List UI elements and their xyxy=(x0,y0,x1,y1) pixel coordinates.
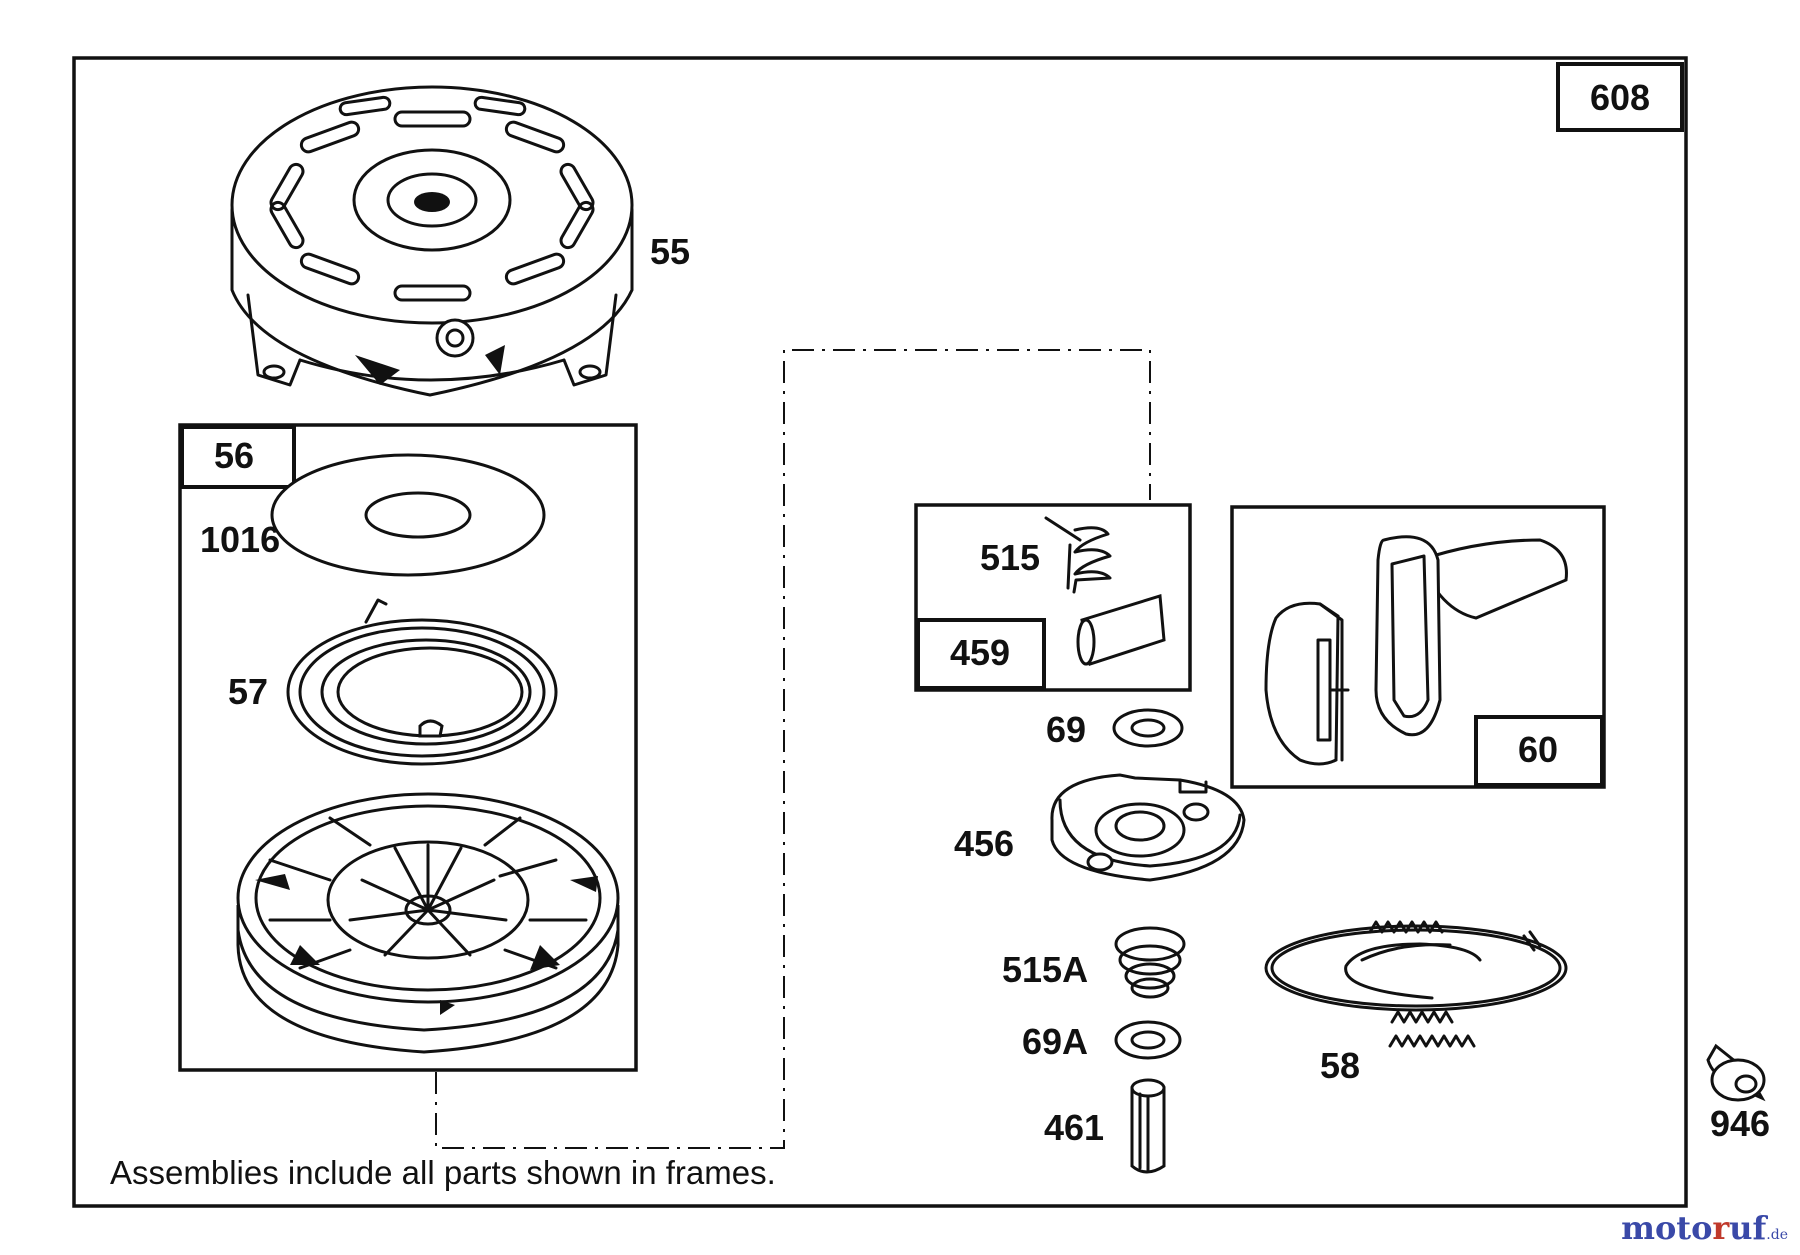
watermark-rest: uf xyxy=(1729,1209,1767,1247)
part-515-spring[interactable] xyxy=(1044,516,1112,594)
part-label-1016: 1016 xyxy=(200,519,280,560)
frame-60 xyxy=(1230,505,1606,789)
frame-56-label: 56 xyxy=(214,435,254,476)
frame-60-label: 60 xyxy=(1518,729,1558,770)
watermark-main: moto xyxy=(1621,1209,1713,1247)
part-515a-spring[interactable] xyxy=(1114,926,1186,999)
assembly-note: Assemblies include all parts shown in fr… xyxy=(110,1154,776,1191)
pulley[interactable] xyxy=(236,792,620,1054)
part-label-515: 515 xyxy=(980,537,1040,578)
part-459-dog[interactable] xyxy=(1076,594,1166,666)
watermark-accent: r xyxy=(1712,1209,1730,1247)
assembly-number: 608 xyxy=(1590,77,1650,118)
part-69-washer[interactable] xyxy=(1112,708,1184,748)
frame-60-label-box: 60 xyxy=(1474,715,1604,787)
part-label-57: 57 xyxy=(228,671,268,712)
watermark-tld: .de xyxy=(1766,1227,1788,1243)
watermark-logo: motoruf.de xyxy=(1621,1209,1788,1247)
part-1016-washer[interactable] xyxy=(270,453,546,577)
frame-56-label-box: 56 xyxy=(180,425,296,489)
part-57-spring[interactable] xyxy=(286,598,558,766)
part-label-456: 456 xyxy=(954,823,1014,864)
part-label-55: 55 xyxy=(650,231,690,272)
part-label-946: 946 xyxy=(1710,1103,1770,1144)
frame-459-label: 459 xyxy=(950,632,1010,673)
part-946-bushing[interactable] xyxy=(1706,1043,1766,1102)
part-55-starter-housing[interactable] xyxy=(230,85,634,397)
part-label-69a: 69A xyxy=(1022,1021,1088,1062)
part-69a-washer[interactable] xyxy=(1114,1020,1182,1060)
part-60-handle[interactable] xyxy=(1264,535,1568,766)
part-456-retainer[interactable] xyxy=(1050,773,1246,882)
part-58-rope[interactable] xyxy=(1264,920,1568,1048)
frame-56 xyxy=(178,423,638,1072)
frame-459 xyxy=(914,503,1192,692)
outer-frame xyxy=(72,56,1688,1208)
part-label-515a: 515A xyxy=(1002,949,1088,990)
frame-459-label-box: 459 xyxy=(916,618,1046,690)
assembly-number-box: 608 xyxy=(1556,62,1684,132)
part-461-pin[interactable] xyxy=(1130,1078,1166,1174)
part-label-461: 461 xyxy=(1044,1107,1104,1148)
connector-line-left xyxy=(435,349,1151,1149)
part-label-69: 69 xyxy=(1046,709,1086,750)
part-label-58: 58 xyxy=(1320,1045,1360,1086)
